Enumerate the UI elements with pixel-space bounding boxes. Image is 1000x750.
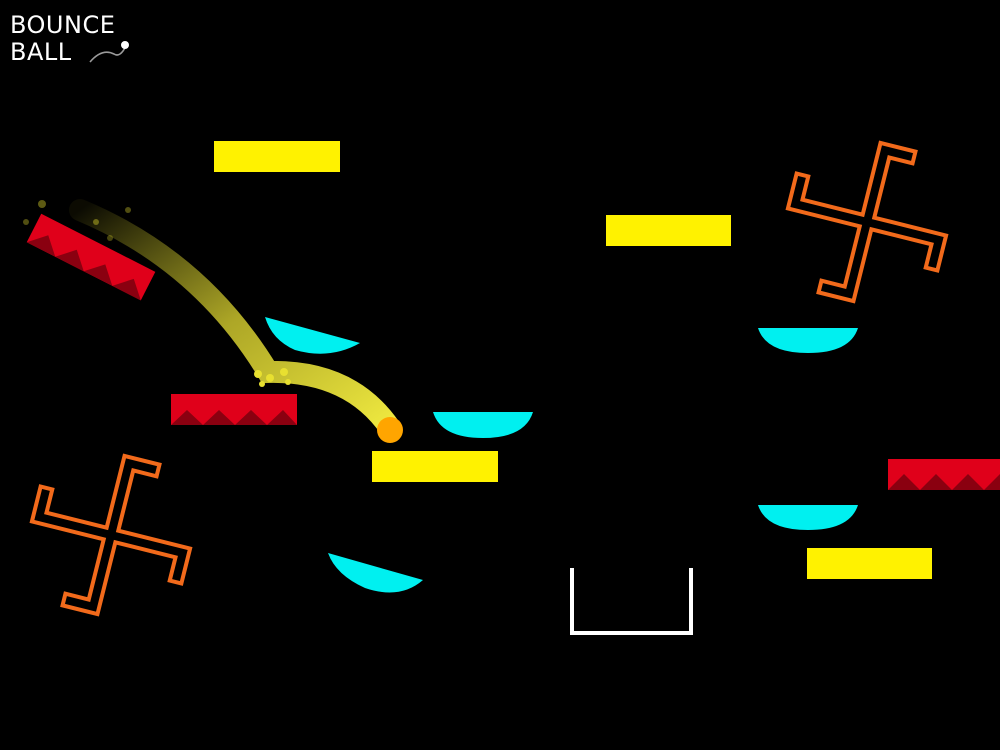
platform [372,451,498,482]
goal-cup [570,568,693,635]
spike-block [171,394,297,425]
spinning-cross-icon [785,140,949,304]
logo-line-2: BALL [10,38,72,66]
spike-block [888,459,1000,490]
ball-trail [69,199,401,439]
ball[interactable] [377,417,403,443]
bouncer-bowl [328,553,423,593]
spinning-cross-icon [29,453,193,617]
bouncer-bowl [433,412,533,438]
platform [807,548,932,579]
bouncer-bowl [758,328,858,353]
spike-block [26,213,156,301]
ball-arc-icon [89,41,129,63]
platform [606,215,731,246]
logo-line-1: BOUNCE [10,11,116,39]
game-logo: BOUNCE BALL [10,11,129,66]
platform [214,141,340,172]
bouncer-bowl [265,317,360,354]
trail-particles [23,200,291,387]
bouncer-bowl [758,505,858,530]
